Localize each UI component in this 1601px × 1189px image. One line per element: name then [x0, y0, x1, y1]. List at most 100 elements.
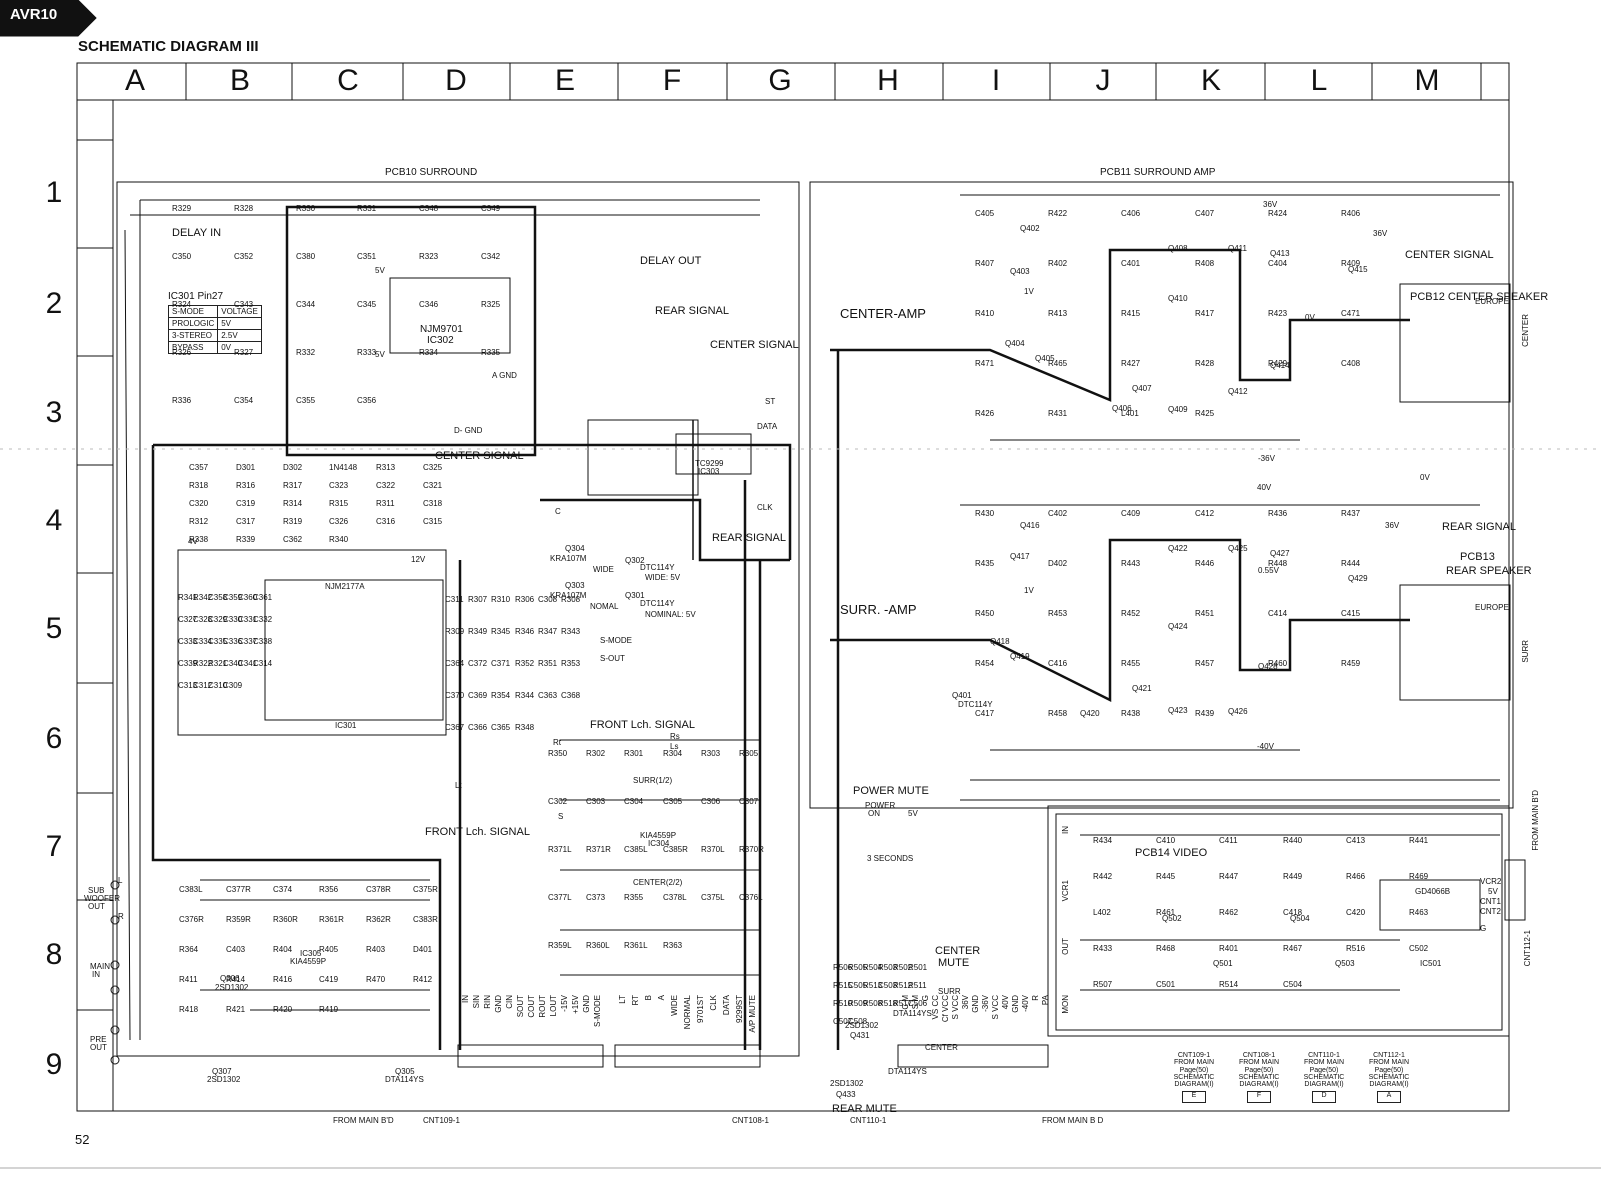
component-designator: R408 — [1195, 259, 1215, 268]
component-designator: C320 — [189, 499, 209, 508]
connector-pin-label: NORMAL — [683, 995, 692, 1030]
q302-label: Q302 — [625, 556, 645, 565]
component-designator: R435 — [975, 559, 995, 568]
component-designator: C409 — [1121, 509, 1141, 518]
connector-pin-label: -40V — [1021, 995, 1030, 1012]
component-designator: R345 — [491, 627, 511, 636]
component-designator: R430 — [975, 509, 995, 518]
component-designator: C359 — [223, 593, 243, 602]
voltage-0v: 0V — [1305, 313, 1315, 322]
component-designator: C385L — [624, 845, 648, 854]
component-designator: C304 — [624, 797, 644, 806]
component-designator: C471 — [1341, 309, 1361, 318]
s-out-label: S-OUT — [600, 654, 625, 663]
component-designator: R327 — [234, 348, 254, 357]
center-signal-label-1: CENTER SIGNAL — [710, 339, 799, 351]
q407-label: Q407 — [1132, 384, 1152, 393]
component-designator: R450 — [975, 609, 995, 618]
component-designator: R424 — [1268, 209, 1288, 218]
connector-pin-label: ROUT — [538, 995, 547, 1018]
connector-pin-label: PA — [1041, 995, 1050, 1006]
s-label: S — [558, 812, 564, 821]
connector-pin-label: SOUT — [516, 995, 525, 1018]
connector-pin-label: SIN — [472, 995, 481, 1009]
connector-pin-label: 40V — [1001, 995, 1010, 1010]
component-designator: C360 — [238, 593, 258, 602]
component-designator: C413 — [1346, 836, 1366, 845]
component-designator: R466 — [1346, 872, 1366, 881]
component-designator: R426 — [975, 409, 995, 418]
connector-pin-label: RIN — [483, 995, 492, 1009]
component-designator: R413 — [1048, 309, 1068, 318]
component-designator: R405 — [319, 945, 339, 954]
component-designator: R449 — [1283, 872, 1303, 881]
pcb14-box — [1047, 805, 1510, 1037]
power-on-label-2: ON — [868, 809, 880, 818]
component-designator: R323 — [419, 252, 439, 261]
component-designator: R350 — [548, 749, 568, 758]
component-designator: C507 — [833, 1017, 853, 1026]
component-designator: R467 — [1283, 944, 1303, 953]
component-designator: R419 — [319, 1005, 339, 1014]
component-designator: R436 — [1268, 509, 1288, 518]
component-designator: C314 — [253, 659, 273, 668]
component-designator: C363 — [538, 691, 558, 700]
connector-pin-label: R — [1031, 995, 1040, 1001]
component-designator: C334 — [193, 637, 213, 646]
component-designator: C502 — [1409, 944, 1429, 953]
ic301-table-caption: IC301 Pin27 — [168, 291, 224, 302]
d-gnd-label: D- GND — [454, 426, 483, 435]
ic302-box — [389, 277, 511, 354]
connector-pin-label: RT — [631, 995, 640, 1006]
component-designator: C358 — [208, 593, 228, 602]
pcb13-label-b: REAR SPEAKER — [1446, 565, 1532, 577]
component-designator: R409 — [1341, 259, 1361, 268]
component-designator: C321 — [423, 481, 443, 490]
q301-label: Q301 — [625, 591, 645, 600]
pcb12-box — [1399, 283, 1511, 403]
component-designator: C505 — [848, 981, 868, 990]
ic301-label: IC301 — [335, 721, 357, 730]
col-k: K — [1200, 64, 1221, 97]
component-designator: C312 — [193, 681, 213, 690]
q417-label: Q417 — [1010, 552, 1030, 561]
component-designator: C329 — [208, 615, 228, 624]
component-designator: C380 — [296, 252, 316, 261]
component-designator: R518 — [878, 999, 898, 1008]
center-mute-bus-label: CENTER — [925, 1043, 958, 1052]
front-lch-label-1: FRONT Lch. SIGNAL — [590, 719, 695, 731]
q502-label: Q502 — [1162, 914, 1182, 923]
component-designator: C405 — [975, 209, 995, 218]
connector-pin-label: -36V — [981, 995, 990, 1012]
component-designator: C416 — [1048, 659, 1068, 668]
connector-pin-label: S-MODE — [593, 995, 602, 1027]
col-d: D — [445, 64, 467, 97]
pcb12-label: PCB12 CENTER SPEAKER — [1410, 291, 1549, 303]
connector-pin-label: COUT — [527, 995, 536, 1018]
data-label: DATA — [757, 422, 778, 431]
component-designator: C316 — [376, 517, 396, 526]
component-designator: R503 — [878, 963, 898, 972]
component-designator: C501 — [1156, 980, 1176, 989]
component-designator: C319 — [236, 499, 256, 508]
center-signal-label-2: CENTER SIGNAL — [435, 450, 524, 462]
q306-part: 2SD1302 — [215, 983, 249, 992]
q414-label: Q414 — [1270, 361, 1290, 370]
q401-part: DTC114Y — [958, 700, 993, 709]
sub-label-3: OUT — [88, 902, 105, 911]
q402-label: Q402 — [1020, 224, 1040, 233]
q301-note: NOMINAL: 5V — [645, 610, 696, 619]
component-designator: R402 — [1048, 259, 1068, 268]
q401-label: Q401 — [952, 691, 972, 700]
voltage-12v: 12V — [411, 555, 426, 564]
component-designator: R371R — [586, 845, 611, 854]
component-designator: C403 — [226, 945, 246, 954]
component-designator: R451 — [1195, 609, 1215, 618]
component-designator: R314 — [283, 499, 303, 508]
voltage-4v: 4V — [188, 537, 198, 546]
pcb13-box — [1399, 584, 1511, 701]
q412-label: Q412 — [1228, 387, 1248, 396]
row-3: 3 — [45, 396, 63, 429]
ic301-part: NJM2177A — [325, 582, 365, 591]
